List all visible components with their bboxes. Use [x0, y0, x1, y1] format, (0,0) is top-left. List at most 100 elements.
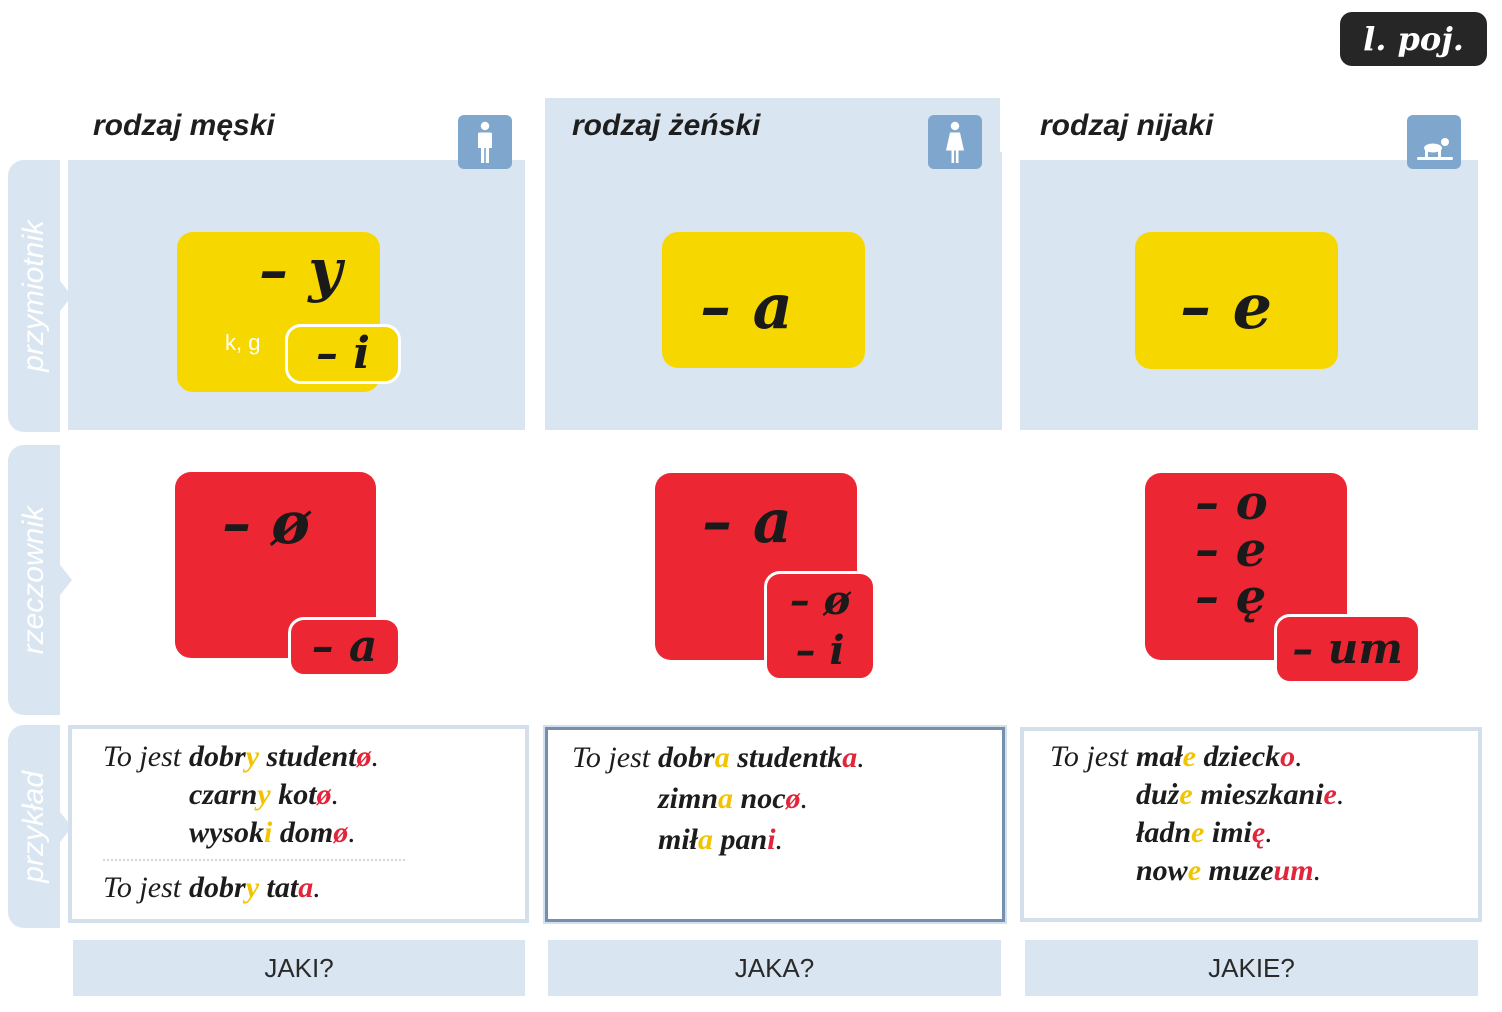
noun-stem: pan [720, 823, 768, 856]
question-bar-feminine: JAKA? [548, 940, 1001, 996]
male-figure-icon [478, 121, 492, 163]
adjective-ending: a [698, 823, 714, 856]
adjective-ending: a [714, 741, 730, 774]
example-sentence: miła pani. [572, 819, 1002, 860]
noun-variant-ending: – a [311, 621, 378, 672]
noun-stem: dom [279, 816, 334, 849]
row-tab-adjective: przymiotnik [8, 160, 72, 432]
noun-ending: a [842, 741, 858, 774]
example-sentence: ładne imię. [1050, 814, 1478, 852]
adjective-ending: e [1182, 740, 1196, 773]
child-icon [1407, 115, 1461, 169]
noun-variant-ending: – i [795, 627, 845, 674]
noun-ending: ø [333, 816, 349, 849]
adjective-ending-box-neuter: – e [1135, 232, 1338, 369]
noun-ending: ę [1251, 816, 1266, 849]
adjective-ending: e [1179, 778, 1193, 811]
noun-ending: um [1273, 854, 1314, 887]
noun-ending: ø [316, 778, 332, 811]
column-header-masculine: rodzaj męski [93, 109, 275, 142]
noun-variant-box-neuter: – um [1274, 614, 1421, 684]
male-icon [458, 115, 512, 169]
female-icon [928, 115, 982, 169]
noun-stem: mieszkani [1200, 778, 1324, 811]
noun-variant-box-feminine: – ø – i [764, 571, 876, 681]
sentence-punctuation: . [313, 871, 321, 904]
child-figure-icon [1417, 138, 1453, 160]
adjective-variant-box-masculine: – i [285, 324, 401, 384]
adjective-stem: ładn [1136, 816, 1192, 849]
noun-ending: e [1323, 778, 1337, 811]
adjective-stem: czarn [189, 778, 258, 811]
question-bar-neuter: JAKIE? [1025, 940, 1478, 996]
noun-ending-list: – o – e – ę [1195, 475, 1268, 625]
sentence-punctuation: . [857, 741, 865, 774]
sentence-punctuation: . [775, 823, 784, 856]
example-sentence: czarny kotø. [103, 776, 525, 814]
adjective-stem: wysok [189, 816, 264, 849]
row-label-noun: rzeczownik [17, 505, 50, 655]
noun-ending: o [1280, 740, 1296, 773]
adjective-ending: e [1191, 816, 1205, 849]
sentence-punctuation: . [1336, 778, 1345, 811]
column-header-neuter: rodzaj nijaki [1040, 109, 1214, 142]
row-label-adjective: przymiotnik [17, 220, 50, 372]
column-header-feminine: rodzaj żeński [572, 109, 761, 142]
noun-ending: – ø [222, 489, 310, 557]
noun-stem: tat [266, 871, 299, 904]
example-sentence: duże mieszkanie. [1050, 776, 1478, 814]
noun-stem: noc [740, 782, 786, 815]
female-figure-icon [946, 121, 964, 163]
adjective-ending: y [245, 871, 260, 904]
noun-stem: student [266, 740, 357, 773]
question-label: JAKA? [734, 952, 815, 983]
row-label-example: przykład [17, 770, 50, 883]
noun-ending: – ę [1195, 569, 1267, 625]
adjective-stem: dobr [189, 871, 246, 904]
sentence-punctuation: . [800, 782, 809, 815]
adjective-stem: dobr [658, 741, 715, 774]
adjective-stem: mał [1136, 740, 1183, 773]
adjective-ending: e [1187, 854, 1202, 887]
noun-stem: studentk [737, 741, 843, 774]
noun-variant-box-masculine: – a [288, 617, 401, 677]
noun-ending: a [298, 871, 314, 904]
adjective-stem: zimn [658, 782, 719, 815]
sentence-punctuation: . [331, 778, 340, 811]
question-bar-masculine: JAKI? [73, 940, 525, 996]
question-label: JAKI? [264, 952, 334, 983]
noun-ending: ø [785, 782, 801, 815]
ending-condition: k, g [225, 330, 261, 355]
example-separator [103, 859, 405, 861]
noun-variant-ending: – ø [789, 577, 851, 624]
row-tab-noun: rzeczownik [8, 445, 72, 715]
adjective-variant-ending: – i [315, 328, 371, 379]
noun-ending: – a [702, 487, 792, 557]
noun-ending: – e [1195, 522, 1267, 578]
number-badge: l. poj. [1340, 12, 1487, 66]
noun-stem: imi [1211, 816, 1252, 849]
noun-stem: muze [1208, 854, 1274, 887]
noun-ending: ø [356, 740, 372, 773]
sentence-prefix: To jest [572, 741, 651, 774]
adjective-ending: – a [700, 270, 793, 343]
adjective-ending: y [245, 740, 260, 773]
noun-ending: – o [1195, 475, 1268, 531]
column-header-band-feminine [545, 98, 1000, 152]
example-sentence: nowe muzeum. [1050, 852, 1478, 890]
sentence-punctuation: . [1295, 740, 1303, 773]
sentence-punctuation: . [1265, 816, 1273, 849]
adjective-ending: – y [259, 236, 342, 304]
adjective-ending: a [718, 782, 734, 815]
sentence-prefix: To jest [1050, 740, 1129, 773]
row-tab-example: przykład [8, 725, 72, 928]
noun-ending: i [767, 823, 776, 856]
noun-stem: kot [278, 778, 317, 811]
